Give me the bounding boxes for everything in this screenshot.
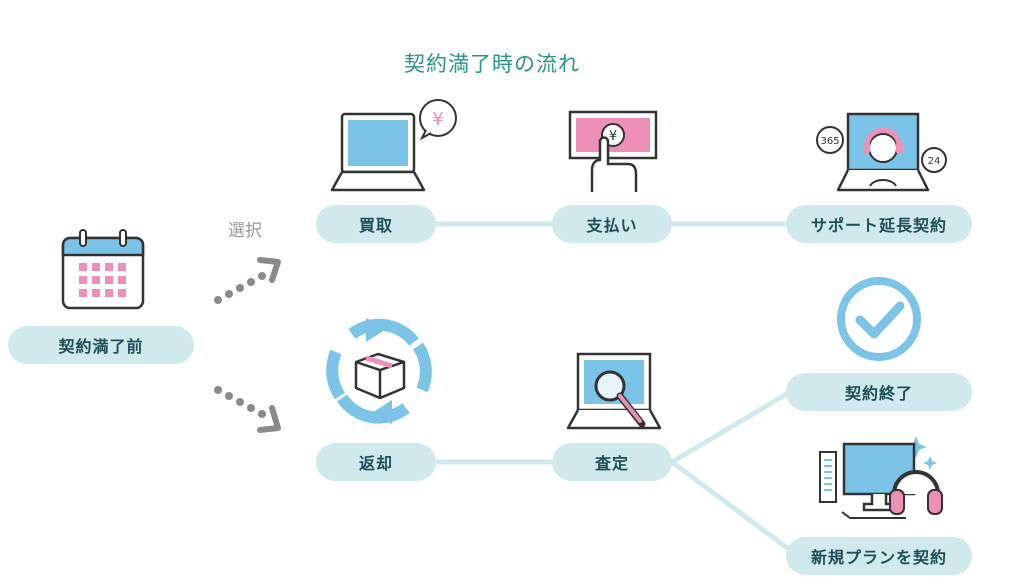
- svg-text:¥: ¥: [609, 129, 617, 144]
- start-pill: 契約満了前: [8, 326, 194, 364]
- new-plan-label: 新規プランを契約: [810, 548, 947, 567]
- support-extension-pill: サポート延長契約: [786, 205, 972, 243]
- return-box-icon: [326, 318, 432, 424]
- check-circle-icon: [837, 277, 921, 361]
- dotted-arrow-up-icon: [214, 257, 281, 304]
- payment-label: 支払い: [586, 216, 638, 235]
- contract-end-label: 契約終了: [844, 384, 913, 403]
- support-operator-icon: 365 24: [816, 112, 947, 192]
- badge-24: 24: [928, 156, 941, 167]
- connector-inspect-end: [670, 389, 792, 465]
- return-label: 返却: [358, 454, 393, 473]
- choice-label: 選択: [228, 221, 262, 241]
- svg-text:¥: ¥: [432, 109, 443, 130]
- new-plan-pill: 新規プランを契約: [786, 537, 972, 575]
- contract-end-pill: 契約終了: [786, 373, 972, 411]
- buy-label: 買取: [358, 216, 393, 235]
- payment-icon: ¥: [568, 110, 658, 192]
- return-pill: 返却: [316, 443, 436, 481]
- inspection-icon: [566, 352, 662, 430]
- laptop-yen-icon: ¥: [330, 99, 457, 192]
- new-pc-icon: [819, 436, 943, 519]
- connector-inspect-newplan: [670, 459, 792, 553]
- page-title: 契約満了時の流れ: [404, 52, 580, 76]
- calendar-icon: [61, 229, 145, 310]
- dotted-arrow-down-icon: [214, 386, 281, 433]
- inspection-label: 査定: [594, 454, 629, 473]
- start-label: 契約満了前: [58, 337, 144, 356]
- buy-pill: 買取: [316, 205, 436, 243]
- support-extension-label: サポート延長契約: [810, 216, 947, 235]
- payment-pill: 支払い: [552, 205, 672, 243]
- inspection-pill: 査定: [552, 443, 672, 481]
- badge-365: 365: [820, 136, 839, 147]
